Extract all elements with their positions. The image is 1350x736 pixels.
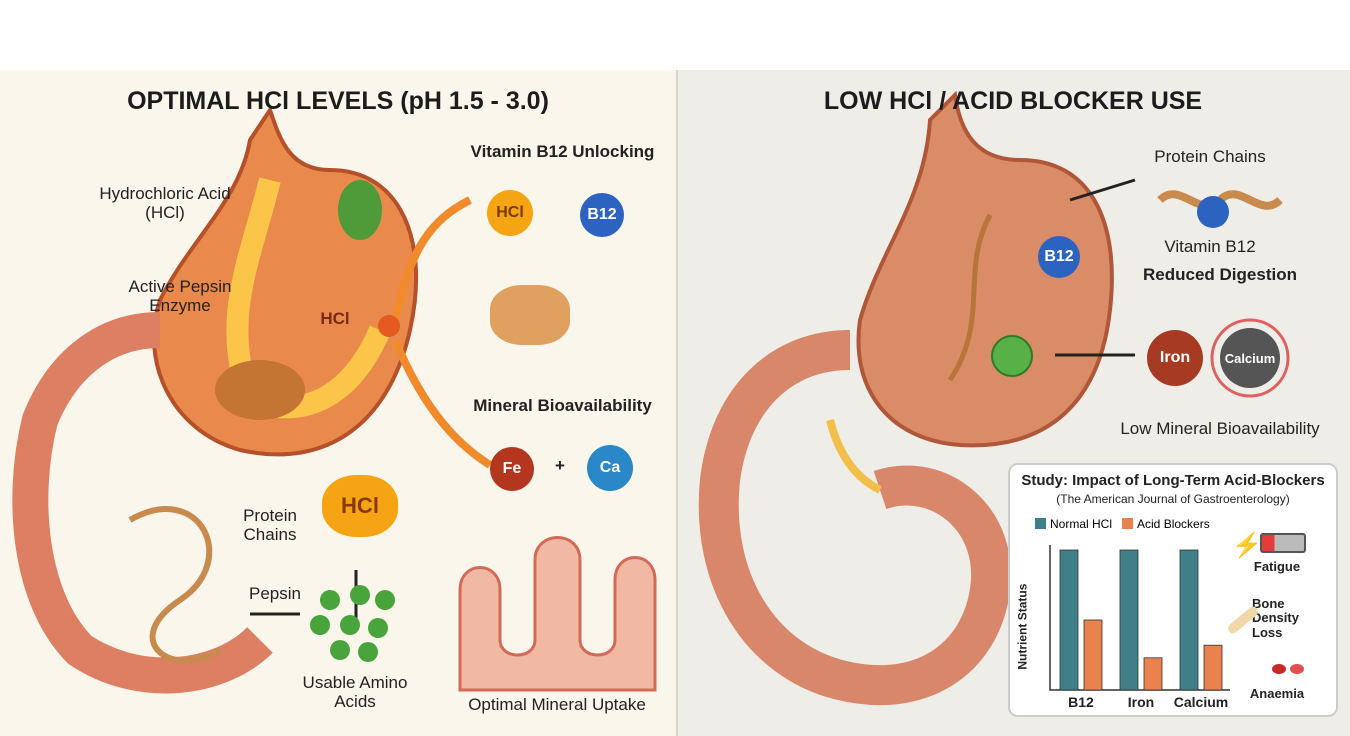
arrow-icon (391, 196, 472, 321)
stomach-right (856, 90, 1114, 448)
vitamin-b12-label: Vitamin B12 (1164, 237, 1256, 256)
low-mineral-label: Low Mineral Bioavailability (1120, 419, 1320, 438)
arrow-icon (391, 338, 493, 469)
bar-calcium-normal-hcl (1179, 549, 1199, 691)
chicken-icon (215, 360, 305, 420)
bar-b12-normal-hcl (1059, 549, 1079, 691)
acid-drop-icon (378, 315, 400, 337)
axes (1049, 545, 1230, 691)
calcium-badge: Calcium (1220, 328, 1280, 388)
amino-acids-label: Usable Amino Acids (302, 673, 408, 711)
pepsin-enzyme-label: Active Pepsin Enzyme (128, 277, 232, 315)
intestine-right (698, 330, 1012, 706)
bar-calcium-acid-blockers (1203, 644, 1223, 691)
right-title: LOW HCl / ACID BLOCKER USE (823, 87, 1203, 115)
hcl-badge: HCl (487, 190, 533, 236)
ca-badge: Ca (587, 445, 633, 491)
intestine-left (12, 312, 273, 694)
hcl-label: Hydrochloric Acid (HCl) (99, 184, 231, 222)
plus-sign: + (555, 456, 565, 475)
left-title: OPTIMAL HCl LEVELS (pH 1.5 - 3.0) (127, 87, 549, 115)
arrow-icon (1069, 178, 1136, 202)
protein-chain-icon (128, 506, 222, 664)
mineral-title: Mineral Bioavailability (473, 396, 652, 415)
side-effect-bone: Bone Density Loss (1252, 596, 1299, 640)
study-chart: Study: Impact of Long-Term Acid-Blockers… (1008, 463, 1338, 717)
side-effect-fatigue: Fatigue (1253, 559, 1301, 574)
chart-subtitle: (The American Journal of Gastroenterolog… (1056, 492, 1290, 506)
b12-title: Vitamin B12 Unlocking (470, 142, 655, 161)
bar-iron-normal-hcl (1119, 549, 1139, 691)
fe-badge: Fe (490, 447, 534, 491)
nutrient-icon (991, 335, 1033, 377)
legend-acid: Acid Blockers (1122, 517, 1210, 531)
protein-complex-icon (490, 285, 570, 345)
amino-acid-icons (310, 585, 395, 662)
x-tick-label: B12 (1068, 694, 1094, 710)
x-tick-label: Iron (1127, 694, 1155, 710)
spinach-icon (338, 180, 382, 240)
iron-badge: Iron (1147, 330, 1203, 386)
chart-legend: Normal HCl Acid Blockers (1035, 517, 1210, 531)
b12-badge-right: B12 (1038, 236, 1080, 278)
lightning-icon: ⚡ (1232, 532, 1262, 559)
hcl-big-badge: HCl (322, 475, 398, 537)
blood-cells-icon (1272, 661, 1312, 683)
x-tick-label: Calcium (1173, 694, 1229, 710)
arrow-icon (826, 419, 882, 494)
battery-icon (1260, 533, 1306, 553)
side-effect-anaemia: Anaemia (1249, 686, 1305, 701)
bar-iron-acid-blockers (1143, 657, 1163, 691)
protein-chains-label: Protein Chains (243, 506, 297, 544)
protein-chain-icon (947, 213, 993, 382)
reduced-digestion-label: Reduced Digestion (1143, 265, 1297, 284)
b12-badge: B12 (580, 193, 624, 237)
legend-normal: Normal HCl (1035, 517, 1112, 531)
chart-title: Study: Impact of Long-Term Acid-Blockers (1021, 472, 1325, 489)
protein-chains-label-right: Protein Chains (1154, 147, 1266, 166)
stomach-hcl-label: HCl (320, 309, 350, 328)
bar-b12-acid-blockers (1083, 619, 1103, 691)
uptake-label: Optimal Mineral Uptake (468, 695, 646, 714)
bar-plot (1049, 545, 1230, 691)
y-axis-label: Nutrient Status (1015, 583, 1030, 670)
pepsin-label: Pepsin (249, 584, 301, 603)
villi-icon (458, 536, 657, 692)
